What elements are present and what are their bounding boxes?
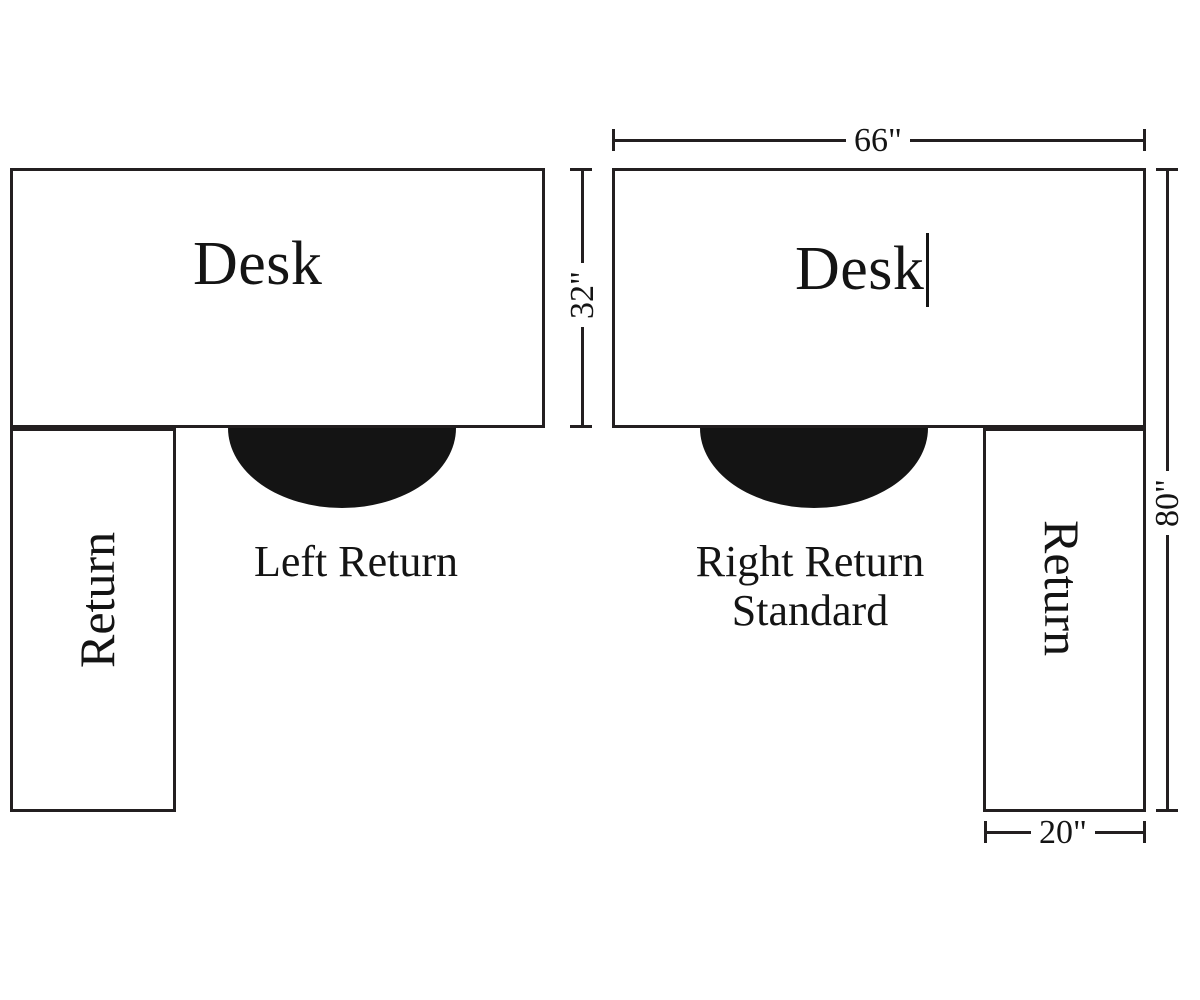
- right-return-panel: [983, 428, 1146, 812]
- right-desk-top-panel: [612, 168, 1146, 428]
- left-return-vertical-label: Return: [69, 531, 125, 668]
- left-chair-shape: [228, 428, 456, 508]
- dimension-label-32: 32": [564, 263, 601, 327]
- right-return-vertical-label: Return: [1034, 520, 1090, 657]
- left-desk-label: Desk: [193, 230, 323, 298]
- dimension-label-80: 80": [1149, 471, 1186, 535]
- text-caret: [926, 233, 930, 307]
- left-desk-top-panel: [10, 168, 545, 428]
- right-chair-shape: [700, 428, 928, 508]
- dimension-label-66: 66": [846, 124, 910, 158]
- left-configuration-caption: Left Return: [253, 537, 459, 586]
- right-desk-label: Desk: [795, 233, 930, 307]
- left-return-panel: [10, 428, 176, 812]
- right-configuration-caption: Right Return Standard: [695, 537, 925, 636]
- dimension-label-20: 20": [1031, 816, 1095, 850]
- right-desk-label-text[interactable]: Desk: [795, 235, 925, 303]
